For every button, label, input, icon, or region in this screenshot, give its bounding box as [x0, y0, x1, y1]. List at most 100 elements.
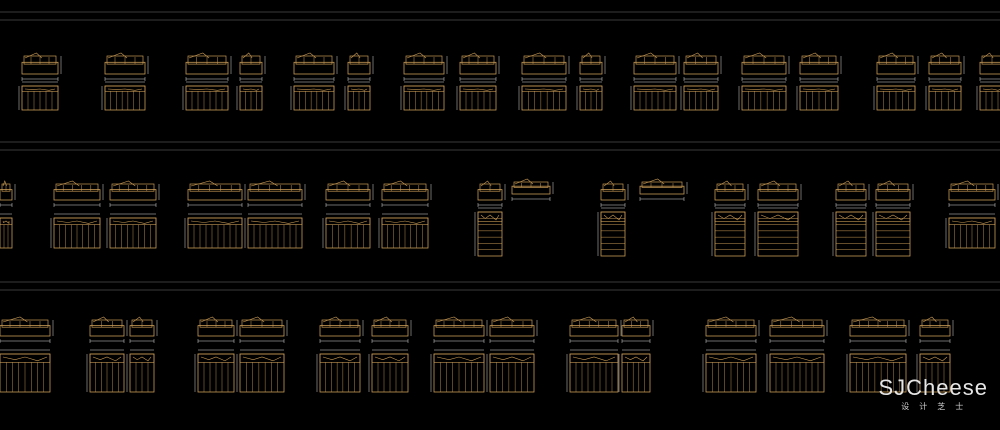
sofa-plan [378, 213, 429, 249]
sofa-elevation [511, 178, 554, 201]
sofa-elevation [477, 180, 506, 207]
sofa-elevation [876, 52, 919, 81]
sofa-plan [184, 213, 243, 249]
sofa-plan [925, 81, 962, 111]
sofa-plan [702, 349, 757, 393]
sofa-plan [368, 349, 409, 393]
sofa-elevation [247, 180, 306, 207]
sofa-elevation [757, 180, 802, 207]
sofa-elevation [799, 52, 842, 81]
sofa-plan [832, 207, 867, 257]
sofa-elevation [109, 180, 160, 207]
sofa-elevation [714, 180, 749, 207]
sofa-elevation [347, 52, 374, 81]
sofa-elevation [381, 180, 432, 207]
sofa-plan [566, 349, 619, 393]
sofa-plan [106, 213, 157, 249]
sofa-plan [738, 81, 787, 111]
sofa-plan [50, 213, 101, 249]
sofa-elevation [197, 316, 238, 343]
sofa-elevation [239, 316, 288, 343]
sofa-elevation [849, 316, 910, 343]
sofa-plan [630, 81, 677, 111]
sofa-plan [916, 349, 951, 393]
sofa-elevation [769, 316, 828, 343]
sofa-elevation [489, 316, 538, 343]
sofa-elevation [683, 52, 722, 81]
cad-row-3 [0, 316, 954, 393]
sofa-elevation [875, 180, 914, 207]
sofa-plan [518, 81, 567, 111]
sofa-plan [322, 213, 371, 249]
sofa-elevation [919, 316, 954, 343]
sofa-plan [18, 81, 59, 111]
sofa-elevation [187, 180, 246, 207]
sofa-elevation [633, 52, 680, 81]
sofa-plan [766, 349, 825, 393]
sofa-elevation [239, 52, 266, 81]
sofa-elevation [928, 52, 965, 81]
sofa-elevation [371, 316, 412, 343]
sofa-plan [754, 207, 799, 257]
sofa-plan [316, 349, 361, 393]
watermark-brand: SJCheese [878, 375, 988, 400]
sofa-plan [344, 81, 371, 111]
sofa-plan [872, 207, 911, 257]
sofa-plan [400, 81, 445, 111]
sofa-elevation [569, 316, 622, 343]
sofa-elevation [433, 316, 488, 343]
sofa-elevation [0, 180, 16, 207]
sofa-plan [486, 349, 535, 393]
sofa-plan [945, 213, 996, 249]
sofa-elevation [639, 178, 688, 201]
frame-lines [0, 11, 1000, 291]
sofa-plan [236, 81, 263, 111]
sofa-elevation [948, 180, 999, 207]
sofa-elevation [459, 52, 500, 81]
sofa-plan [101, 81, 146, 111]
sofa-elevation [0, 316, 54, 343]
sofa-plan [474, 207, 503, 257]
sofa-elevation [403, 52, 448, 81]
sofa-elevation [293, 52, 338, 81]
sofa-elevation [835, 180, 870, 207]
sofa-elevation [319, 316, 364, 343]
sofa-elevation [579, 52, 606, 81]
sofa-plan [290, 81, 335, 111]
sofa-elevation [621, 316, 654, 343]
sofa-elevation [53, 180, 104, 207]
sofa-plan [194, 349, 235, 393]
sofa-plan [846, 349, 907, 393]
sofa-elevation [521, 52, 570, 81]
sofa-plan [711, 207, 746, 257]
sofa-plan [0, 213, 13, 249]
sofa-plan [182, 81, 229, 111]
watermark-logo: SJCheese 设计芝士 [878, 377, 988, 412]
sofa-plan [236, 349, 285, 393]
sofa-plan [430, 349, 485, 393]
cad-row-1 [18, 52, 1000, 111]
sofa-plan [86, 349, 125, 393]
sofa-plan [126, 349, 155, 393]
sofa-elevation [979, 52, 1000, 81]
sofa-plan [244, 213, 303, 249]
sofa-elevation [104, 52, 149, 81]
sofa-elevation [705, 316, 760, 343]
sofa-plan [873, 81, 916, 111]
sofa-plan [597, 207, 626, 257]
watermark-subtitle: 设计芝士 [901, 402, 974, 411]
sofa-elevation [741, 52, 790, 81]
cad-row-2 [0, 178, 999, 257]
sofa-plan [618, 349, 651, 393]
sofa-elevation [185, 52, 232, 81]
sofa-elevation [21, 52, 62, 81]
sofa-plan [0, 349, 51, 393]
sofa-plan [680, 81, 719, 111]
sofa-elevation [325, 180, 374, 207]
sofa-blocks-group [0, 52, 1000, 393]
sofa-elevation [600, 180, 629, 207]
sofa-elevation [129, 316, 158, 343]
sofa-plan [456, 81, 497, 111]
